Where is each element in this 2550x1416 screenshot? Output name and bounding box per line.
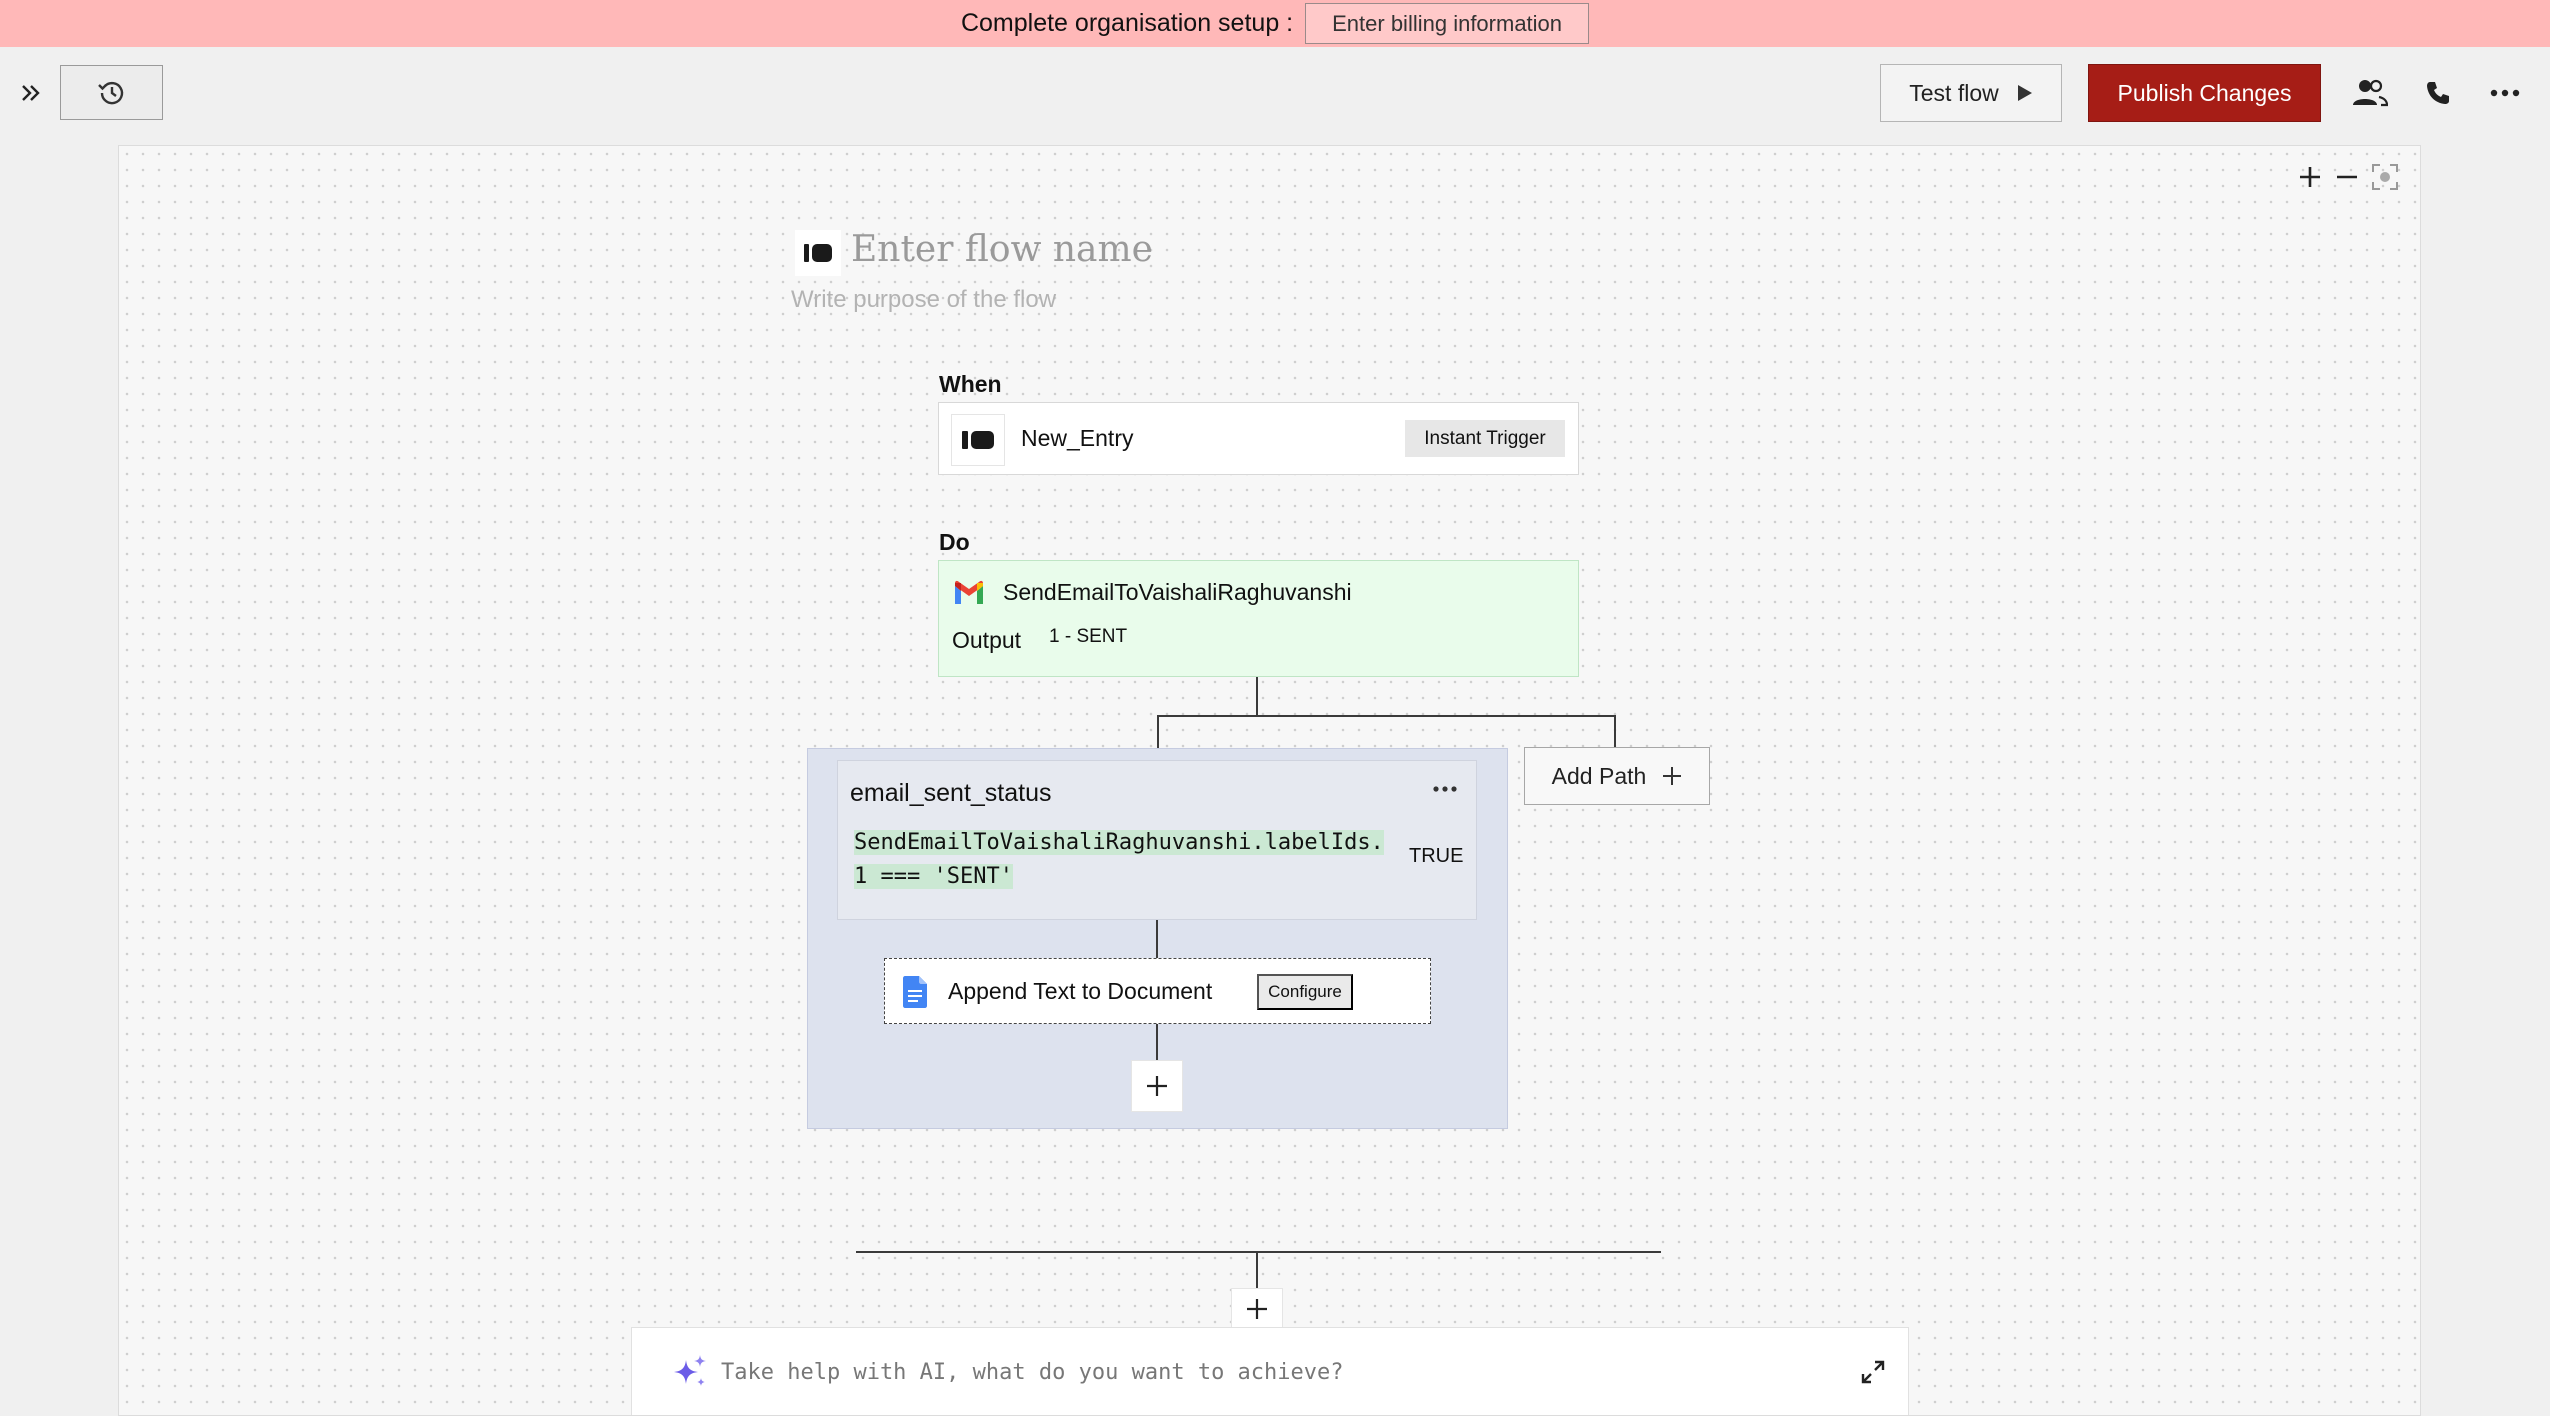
publish-changes-button[interactable]: Publish Changes xyxy=(2088,64,2321,122)
more-options-icon[interactable] xyxy=(2487,75,2523,111)
connector-line xyxy=(1156,1024,1158,1061)
output-value: 1 - SENT xyxy=(1049,626,1128,647)
connector-line xyxy=(1157,715,1616,717)
expand-icon[interactable] xyxy=(1859,1358,1887,1386)
banner-text: Complete organisation setup : xyxy=(960,9,1294,37)
test-flow-label: Test flow xyxy=(1909,79,1999,106)
play-icon xyxy=(2017,85,2032,101)
action-name: SendEmailToVaishaliRaghuvanshi xyxy=(1003,579,1352,605)
connector-line xyxy=(1256,677,1258,715)
condition-result: TRUE xyxy=(1409,845,1464,867)
condition-menu-icon[interactable] xyxy=(1430,777,1460,801)
connector-line xyxy=(1256,1252,1258,1290)
phone-icon[interactable] xyxy=(2420,75,2456,111)
trigger-app-icon xyxy=(951,414,1005,466)
add-step-button[interactable] xyxy=(1231,1288,1283,1328)
ai-prompt-input[interactable] xyxy=(721,1350,1821,1394)
version-history-button[interactable] xyxy=(60,65,163,120)
trigger-name: New_Entry xyxy=(1021,425,1134,451)
connector-line xyxy=(1157,715,1159,748)
condition-expression: SendEmailToVaishaliRaghuvanshi.labelIds.… xyxy=(854,826,1394,894)
ai-assistant-bar xyxy=(631,1327,1909,1415)
google-docs-icon xyxy=(903,976,927,1008)
expand-sidebar-icon[interactable] xyxy=(18,80,44,106)
add-path-label: Add Path xyxy=(1551,762,1647,789)
configure-button[interactable]: Configure xyxy=(1257,974,1353,1010)
fit-view-icon[interactable] xyxy=(2370,162,2400,192)
condition-card[interactable]: email_sent_status SendEmailToVaishaliRag… xyxy=(837,760,1477,920)
zoom-in-icon[interactable] xyxy=(2295,162,2325,192)
plus-icon xyxy=(1147,1076,1167,1096)
test-flow-button[interactable]: Test flow xyxy=(1880,64,2062,122)
flow-canvas[interactable]: Enter flow name Write purpose of the flo… xyxy=(118,145,2421,1416)
expression-line-1: SendEmailToVaishaliRaghuvanshi.labelIds. xyxy=(854,830,1384,855)
collaborators-icon[interactable] xyxy=(2352,75,2388,111)
append-text-step[interactable]: Append Text to Document Configure xyxy=(884,958,1431,1024)
flow-purpose-input[interactable]: Write purpose of the flow xyxy=(791,286,1057,313)
gmail-icon xyxy=(955,580,983,604)
connector-line xyxy=(1614,715,1616,747)
do-label: Do xyxy=(939,529,970,555)
output-label: Output xyxy=(952,627,1022,653)
when-label: When xyxy=(939,371,1002,397)
enter-billing-button[interactable]: Enter billing information xyxy=(1305,3,1590,44)
zoom-out-icon[interactable] xyxy=(2332,162,2362,192)
merge-line xyxy=(856,1251,1661,1253)
plus-icon xyxy=(1247,1298,1267,1319)
top-toolbar: Test flow Publish Changes xyxy=(0,47,2550,139)
setup-banner: Complete organisation setup : Enter bill… xyxy=(0,0,2550,47)
flow-name-input[interactable]: Enter flow name xyxy=(851,229,1153,270)
add-path-button[interactable]: Add Path xyxy=(1524,747,1710,805)
sparkle-icon xyxy=(674,1355,706,1386)
send-email-action-card[interactable]: SendEmailToVaishaliRaghuvanshi Output 1 … xyxy=(938,560,1579,677)
add-step-in-branch-button[interactable] xyxy=(1131,1060,1183,1112)
expression-line-2: 1 === 'SENT' xyxy=(854,864,1013,889)
flow-app-logo xyxy=(795,230,841,276)
trigger-card[interactable]: New_Entry Instant Trigger xyxy=(938,402,1579,475)
history-icon xyxy=(97,81,123,104)
plus-icon xyxy=(1663,767,1682,785)
append-step-name: Append Text to Document xyxy=(948,978,1213,1004)
connector-line xyxy=(1156,920,1158,958)
instant-trigger-badge: Instant Trigger xyxy=(1405,420,1565,457)
condition-title: email_sent_status xyxy=(850,779,1052,807)
